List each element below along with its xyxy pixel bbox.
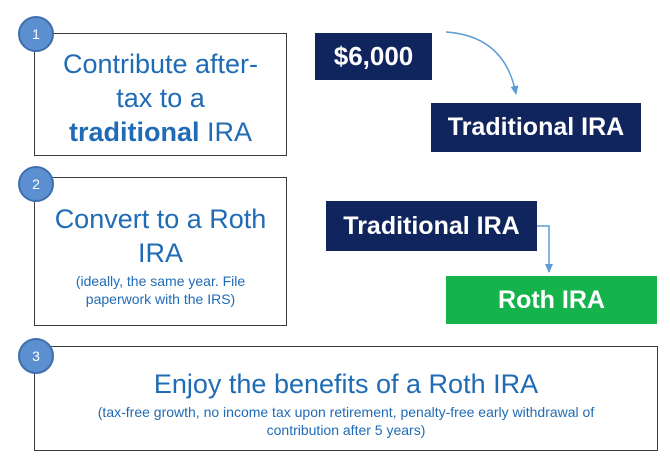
step-1-number-badge: 1 [18, 16, 54, 52]
step-1-line-2: tax to a [116, 83, 205, 113]
step-1-line-1: Contribute after- [62, 49, 259, 79]
step-2-number-badge: 2 [18, 166, 54, 202]
step-1-line-3: traditional IRA [35, 115, 286, 149]
step-2-note: (ideally, the same year. File paperwork … [75, 273, 246, 307]
step-1-line-3-rest: IRA [199, 117, 253, 147]
step-3-box: Enjoy the benefits of a Roth IRA (tax-fr… [34, 346, 658, 451]
step-3-title: Enjoy the benefits of a Roth IRA [153, 369, 539, 399]
step-1-bold-word: traditional [68, 117, 200, 147]
traditional-ira-box-2: Traditional IRA [326, 201, 537, 251]
elbow-arrow [537, 225, 553, 273]
step-2-title: Convert to a Roth IRA [54, 204, 267, 268]
step-3-note: (tax-free growth, no income tax upon ret… [97, 404, 595, 438]
step-2-box: Convert to a Roth IRA (ideally, the same… [34, 177, 287, 326]
traditional-ira-box-1: Traditional IRA [431, 103, 641, 152]
amount-box: $6,000 [315, 33, 432, 80]
step-3-number-badge: 3 [18, 338, 54, 374]
step-1-box: Contribute after- tax to a traditional I… [34, 33, 287, 156]
curved-arrow [445, 31, 519, 95]
roth-ira-box: Roth IRA [446, 276, 657, 324]
